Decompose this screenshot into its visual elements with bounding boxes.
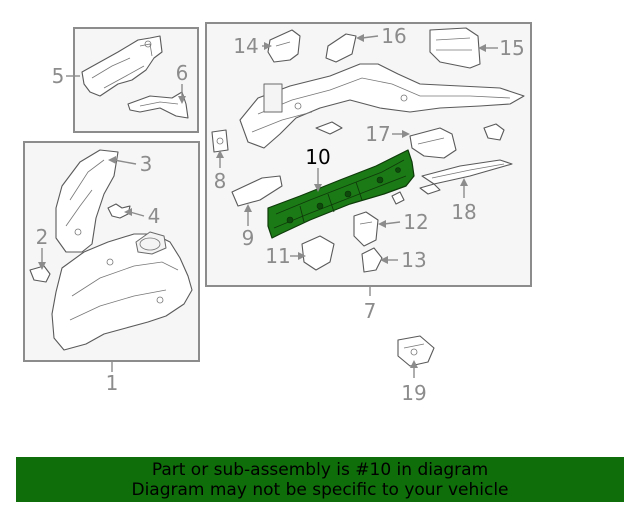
callout-8: 8 bbox=[214, 169, 227, 193]
callout-16: 16 bbox=[381, 24, 406, 48]
callout-11: 11 bbox=[265, 244, 290, 268]
part-9-panel[interactable] bbox=[231, 175, 283, 207]
part-12-bracket[interactable] bbox=[353, 211, 379, 247]
leader-lines bbox=[38, 34, 498, 378]
callout-9: 9 bbox=[242, 226, 255, 250]
part-11-bracket[interactable] bbox=[301, 235, 335, 271]
callout-10-highlighted: 10 bbox=[305, 145, 330, 169]
part-19-bracket[interactable] bbox=[397, 335, 435, 367]
callout-7: 7 bbox=[364, 299, 377, 323]
callout-4: 4 bbox=[148, 204, 161, 228]
part-14-bracket[interactable] bbox=[267, 29, 301, 63]
part-10-highlighted-rail[interactable] bbox=[267, 149, 415, 239]
part-6-bracket[interactable] bbox=[127, 91, 189, 119]
part-1-wheelhouse[interactable] bbox=[51, 231, 193, 351]
part-clip-a[interactable] bbox=[419, 183, 441, 195]
info-banner: Part or sub-assembly is #10 in diagram D… bbox=[16, 457, 624, 502]
callout-17: 17 bbox=[365, 122, 390, 146]
part-5-bracket[interactable] bbox=[81, 35, 163, 97]
callout-19: 19 bbox=[401, 381, 426, 405]
callout-5: 5 bbox=[52, 64, 65, 88]
callout-12: 12 bbox=[403, 210, 428, 234]
part-16-bracket[interactable] bbox=[325, 33, 357, 63]
part-17-bracket[interactable] bbox=[409, 127, 457, 159]
callout-14: 14 bbox=[233, 34, 258, 58]
callout-6: 6 bbox=[176, 61, 189, 85]
part-small-bracket-right[interactable] bbox=[483, 123, 505, 141]
group-frame-7 bbox=[205, 22, 532, 287]
part-bracket-small[interactable] bbox=[315, 121, 343, 135]
banner-line-1: Part or sub-assembly is #10 in diagram bbox=[151, 460, 489, 480]
part-3-pillar[interactable] bbox=[55, 149, 119, 253]
callout-1: 1 bbox=[106, 371, 119, 395]
callout-13: 13 bbox=[401, 248, 426, 272]
banner-line-2: Diagram may not be specific to your vehi… bbox=[131, 480, 509, 500]
callout-15: 15 bbox=[499, 36, 524, 60]
parts-diagram: 1 2 3 4 5 6 7 8 9 10 11 12 13 14 15 16 1… bbox=[23, 22, 532, 405]
part-7-rail-assembly[interactable] bbox=[239, 63, 525, 149]
part-15-bracket[interactable] bbox=[429, 27, 481, 69]
callout-2: 2 bbox=[36, 225, 49, 249]
part-8-bracket[interactable] bbox=[211, 129, 229, 153]
callout-3: 3 bbox=[140, 152, 153, 176]
part-13-bracket[interactable] bbox=[361, 247, 383, 273]
part-clip-b[interactable] bbox=[391, 191, 405, 205]
callout-18: 18 bbox=[451, 200, 476, 224]
